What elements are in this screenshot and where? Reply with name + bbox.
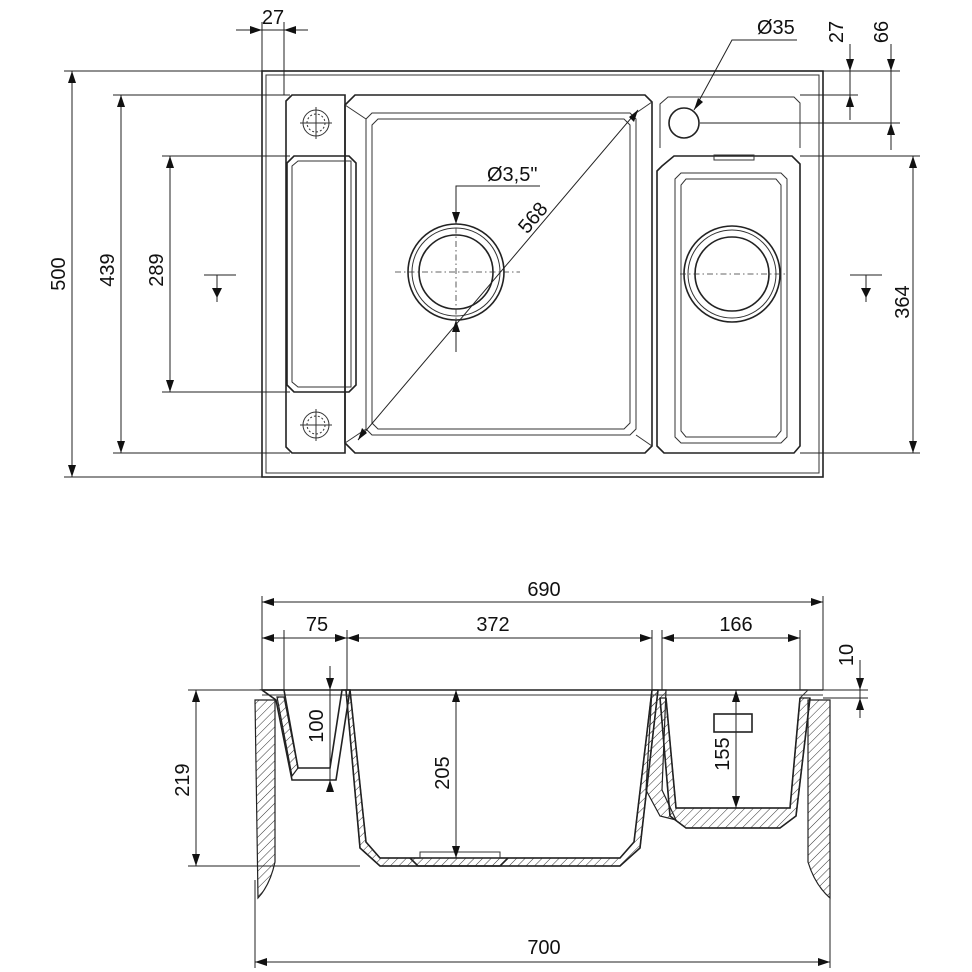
dim-10: 10 <box>836 644 858 666</box>
dim-219: 219 <box>172 763 194 796</box>
dim-155: 155 <box>712 737 734 770</box>
dim-d35: Ø35 <box>757 17 795 39</box>
countertop-left <box>254 699 276 900</box>
outer-rim <box>261 70 824 478</box>
dim-289: 289 <box>146 253 168 286</box>
inner-rim <box>265 74 820 474</box>
dim-568: 568 <box>514 198 552 238</box>
main-bowl <box>344 94 653 454</box>
section-view: 690 75 372 166 10 100 <box>172 579 868 968</box>
main-drain-flange <box>409 857 509 867</box>
dim-100: 100 <box>306 709 328 742</box>
dim-364: 364 <box>892 285 914 318</box>
dim-439: 439 <box>97 253 119 286</box>
dim-372: 372 <box>476 614 509 636</box>
dim-205: 205 <box>432 756 454 789</box>
section-marker-right <box>850 274 882 302</box>
small-bowl <box>656 155 801 454</box>
screw-top-icon <box>300 107 332 139</box>
left-shelf <box>285 94 346 454</box>
dim-27-top: 27 <box>262 7 284 29</box>
dim-66: 66 <box>871 21 893 43</box>
section-main-bowl <box>349 689 653 859</box>
tap-hole-icon <box>668 107 700 139</box>
dim-75: 75 <box>306 614 328 636</box>
section-overflow-slot <box>713 713 753 733</box>
dim-690: 690 <box>527 579 560 601</box>
overflow-slot <box>713 154 755 161</box>
dim-166: 166 <box>719 614 752 636</box>
top-view: 27 Ø35 27 66 500 439 <box>48 7 920 478</box>
screw-bottom-icon <box>300 409 332 441</box>
dim-500: 500 <box>48 257 70 290</box>
dim-700: 700 <box>527 937 560 959</box>
dim-drain-3-5: Ø3,5" <box>487 164 537 186</box>
drainer-insert <box>286 155 357 393</box>
dim-27-right: 27 <box>826 21 848 43</box>
countertop-right <box>807 699 831 900</box>
section-marker-left <box>204 274 236 302</box>
